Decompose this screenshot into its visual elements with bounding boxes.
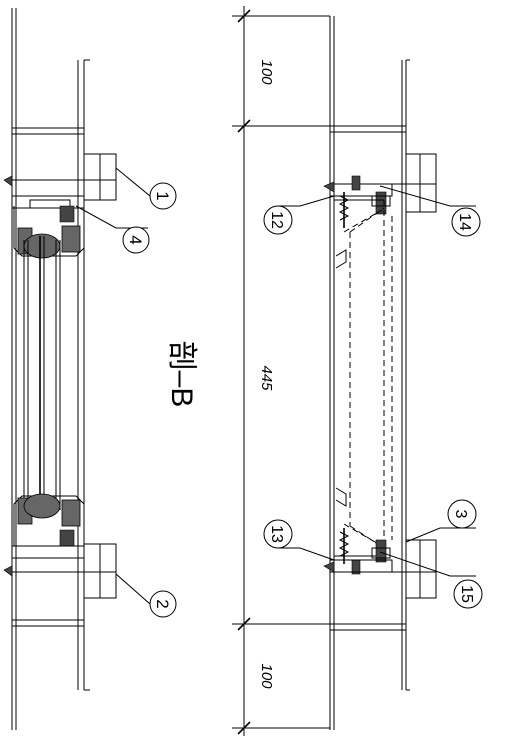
callout-3-label: 3 [452,510,469,519]
callout-12: 12 [263,195,335,235]
callout-13-label: 13 [268,525,285,543]
callout-14: 14 [379,185,481,237]
callout-2: 2 [115,573,177,618]
callout-2-label: 2 [153,599,172,608]
dim-top: 100 [258,59,275,85]
callout-3: 3 [405,499,477,543]
callout-14-label: 14 [456,213,473,231]
callout-13: 13 [263,519,335,561]
callout-1-label: 1 [153,191,172,200]
section-title: 剖–B [165,341,198,408]
callout-1: 1 [115,167,177,210]
dim-bottom: 100 [258,663,275,689]
callout-4: 4 [75,205,150,254]
dim-middle: 445 [258,365,275,391]
callout-12-label: 12 [268,211,285,229]
dimension-line: 100 445 100 [232,6,330,736]
callout-15-label: 15 [458,585,475,603]
left-section-detail [3,8,117,730]
callout-4-label: 4 [126,235,145,244]
callout-15: 15 [379,551,483,609]
right-section-detail [323,16,437,730]
